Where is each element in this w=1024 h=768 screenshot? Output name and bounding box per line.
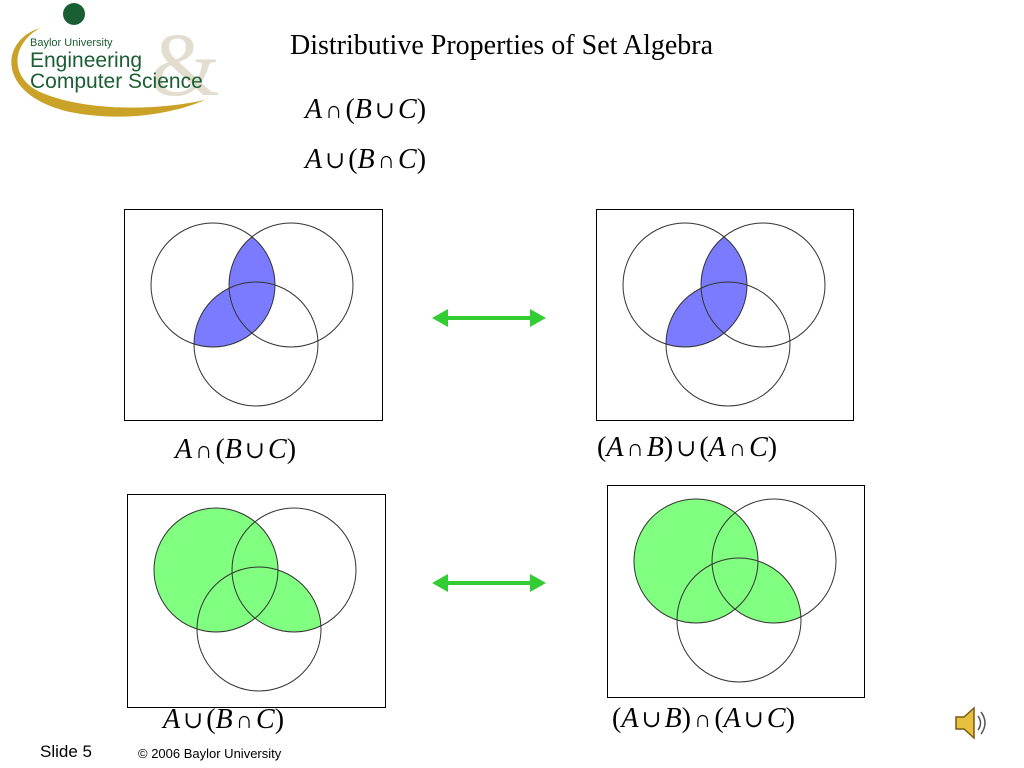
venn-panel-4 bbox=[607, 485, 865, 698]
venn-panel-2 bbox=[596, 209, 854, 421]
header-formula-2: A∪(B∩C) bbox=[305, 144, 427, 175]
equivalence-arrow-1 bbox=[430, 305, 548, 331]
venn-panel-1 bbox=[124, 209, 383, 421]
venn-panel-3 bbox=[127, 494, 386, 708]
caption-formula-1: A∩(B∪C) bbox=[175, 434, 297, 465]
ampersand-mark: & bbox=[150, 16, 220, 115]
caption-formula-2: (A∩B)∪(A∩C) bbox=[597, 432, 778, 463]
speaker-icon[interactable] bbox=[952, 703, 992, 743]
caption-formula-3: A∪(B∩C) bbox=[163, 704, 285, 735]
logo-line3: Computer Science bbox=[30, 70, 203, 93]
baylor-logo: & Baylor University Engineering Computer… bbox=[0, 0, 240, 130]
logo-line1: Baylor University bbox=[30, 37, 113, 49]
logo-line2: Engineering bbox=[30, 49, 142, 72]
slide-number: Slide 5 bbox=[40, 742, 92, 761]
copyright-notice: © 2006 Baylor University bbox=[138, 746, 282, 761]
caption-formula-4: (A∪B)∩(A∪C) bbox=[612, 703, 795, 734]
slide-title: Distributive Properties of Set Algebra bbox=[290, 30, 714, 61]
equivalence-arrow-2 bbox=[430, 570, 548, 596]
header-formula-1: A∩(B∪C) bbox=[305, 94, 427, 125]
